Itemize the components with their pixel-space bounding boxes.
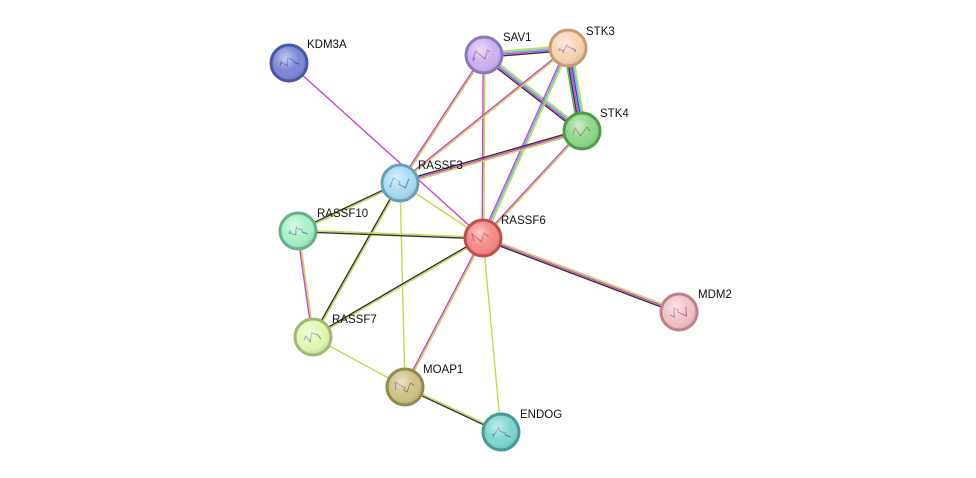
node-shine	[272, 46, 306, 80]
node-label: STK4	[600, 108, 629, 120]
node-shine	[484, 415, 518, 449]
edge-evidence-database	[483, 53, 584, 132]
edge-stk3-rassf6[interactable]	[480, 46, 571, 240]
edge-evidence-experimental	[398, 46, 569, 184]
node-label: RASSF6	[501, 215, 546, 227]
node-label: RASSF7	[332, 314, 377, 326]
node-shine	[467, 38, 501, 72]
edge-evidence-experimental	[482, 54, 583, 133]
edge-evidence-textmining	[312, 237, 485, 339]
edge-evidence-database	[482, 47, 569, 239]
edge-evidence-experimental	[288, 62, 484, 239]
node-rassf10[interactable]: RASSF10	[278, 208, 368, 251]
node-label: ENDOG	[520, 409, 562, 421]
edge-evidence-experimental	[481, 129, 583, 239]
edge-evidence-experimental	[399, 130, 583, 184]
node-shine	[281, 214, 315, 248]
node-label: MDM2	[698, 289, 732, 301]
edge-stk4-rassf3[interactable]	[398, 128, 584, 186]
edge-rassf3-rassf7[interactable]	[311, 181, 402, 339]
node-stk3[interactable]: STK3	[548, 26, 615, 68]
node-label: STK3	[586, 26, 615, 38]
node-shine	[296, 320, 330, 354]
nodes-layer: KDM3A SAV1 STK3STK4RASSF3RASSF10RASSF6MDM2…	[269, 26, 732, 452]
node-kdm3a[interactable]: KDM3A	[269, 39, 347, 83]
node-shine	[466, 221, 500, 255]
node-shine	[551, 31, 585, 65]
edge-rassf6-rassf7[interactable]	[311, 236, 485, 339]
edge-evidence-textmining	[297, 229, 484, 238]
node-shine	[565, 114, 599, 148]
node-label: KDM3A	[307, 39, 347, 51]
edge-evidence-coexpression	[311, 236, 484, 338]
edge-evidence-experimental	[482, 237, 680, 313]
edge-evidence-coexpression	[481, 238, 680, 315]
node-label: RASSF3	[418, 160, 463, 172]
edge-evidence-textmining	[483, 47, 571, 240]
node-rassf3[interactable]: RASSF3	[380, 160, 463, 203]
node-rassf6[interactable]: RASSF6	[463, 215, 546, 258]
edge-sav1-rassf6[interactable]	[481, 54, 486, 239]
node-stk4[interactable]: STK4	[562, 108, 629, 151]
node-sav1[interactable]: SAV1	[464, 32, 532, 75]
node-shine	[383, 166, 417, 200]
edge-sav1-rassf3[interactable]	[398, 53, 486, 185]
node-mdm2[interactable]: MDM2	[659, 289, 732, 332]
edge-evidence-textmining	[405, 237, 485, 389]
edge-evidence-textmining	[482, 235, 681, 312]
edge-evidence-coexpression	[481, 56, 582, 134]
edge-evidence-textmining	[399, 47, 570, 185]
edge-stk3-rassf3[interactable]	[398, 46, 570, 185]
edge-evidence-textmining	[312, 182, 402, 339]
edge-rassf10-rassf6[interactable]	[297, 229, 484, 240]
edge-evidence-textmining	[483, 54, 486, 239]
edge-rassf6-mdm2[interactable]	[481, 235, 681, 315]
edge-evidence-experimental	[398, 53, 485, 184]
edge-evidence-textmining	[482, 237, 502, 433]
edge-evidence-textmining	[399, 131, 584, 186]
node-moap1[interactable]: MOAP1	[385, 364, 463, 407]
node-shine	[662, 295, 696, 329]
edge-kdm3a-rassf6[interactable]	[288, 62, 484, 239]
node-endog[interactable]: ENDOG	[481, 409, 562, 452]
edge-stk4-rassf6[interactable]	[481, 129, 584, 240]
node-label: MOAP1	[423, 364, 463, 376]
edge-evidence-coexpression	[311, 181, 401, 338]
edge-evidence-experimental	[480, 46, 568, 239]
edge-sav1-stk4[interactable]	[481, 52, 585, 134]
edge-evidence-textmining	[484, 52, 585, 130]
node-label: RASSF10	[317, 208, 368, 220]
node-shine	[388, 370, 422, 404]
edge-rassf6-endog[interactable]	[482, 237, 502, 433]
edge-evidence-experimental	[403, 236, 483, 388]
edge-evidence-textmining	[399, 54, 486, 185]
edge-evidence-textmining	[482, 130, 584, 240]
node-label: SAV1	[503, 32, 532, 44]
edge-rassf6-moap1[interactable]	[403, 236, 485, 389]
edge-evidence-coexpression	[398, 128, 583, 183]
edge-evidence-coexpression	[297, 231, 484, 240]
edge-evidence-experimental	[481, 54, 484, 239]
node-rassf7[interactable]: RASSF7	[293, 314, 377, 357]
